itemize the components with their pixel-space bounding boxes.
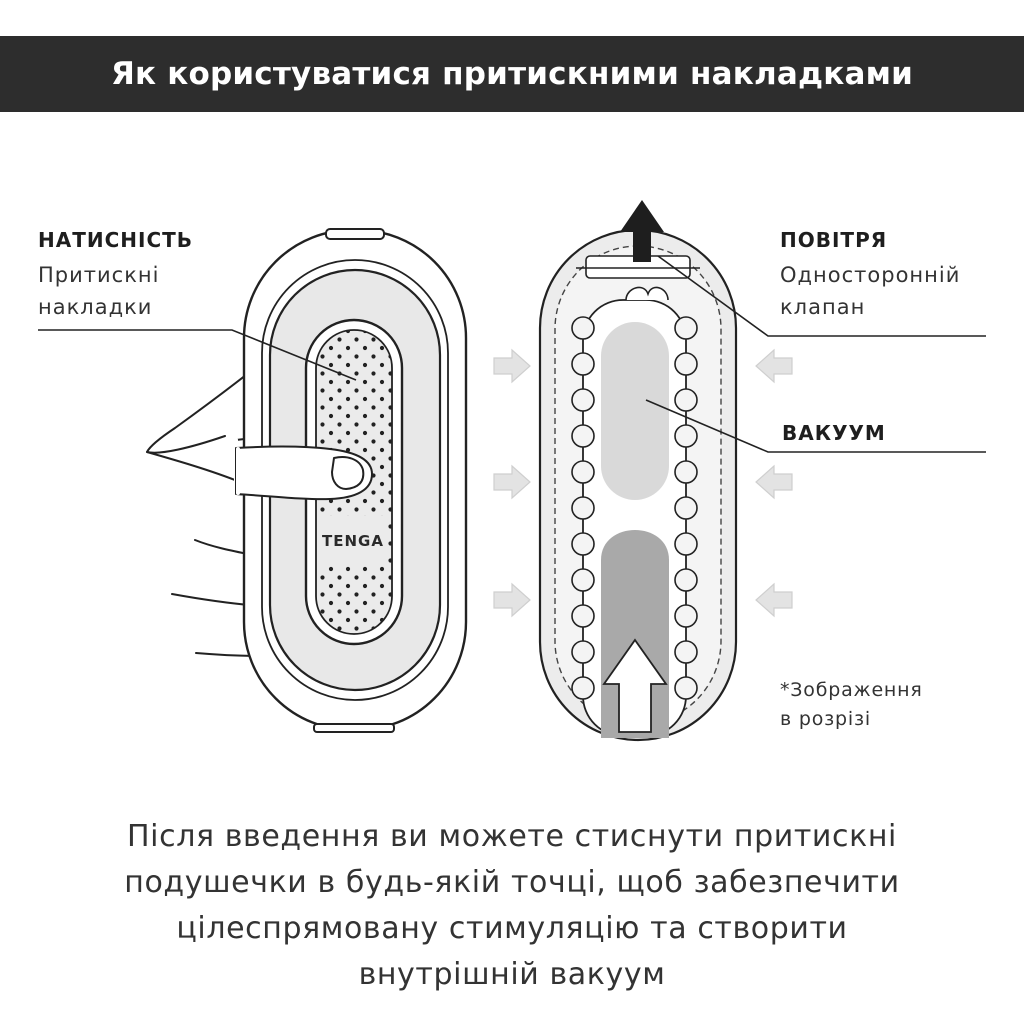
caption-line1: Після введення ви можете стиснути притис…	[127, 819, 897, 854]
device-cross-section	[538, 200, 738, 742]
caption-line4: внутрішній вакуум	[358, 957, 666, 992]
air-out-arrow-icon	[620, 200, 664, 262]
caption-line2: подушечки в будь-якій точці, щоб забезпе…	[124, 865, 900, 900]
air-leader-line	[657, 255, 986, 337]
page-title: Як користуватися притискними накладками	[110, 56, 914, 92]
vacuum-leader-line	[645, 399, 986, 453]
air-label-line2: клапан	[780, 295, 866, 319]
arrow-left-icon	[755, 348, 793, 384]
device-exterior-view: TENGA	[38, 228, 468, 733]
air-label-line1: Односторонній	[780, 263, 961, 287]
device-top-cap	[325, 228, 385, 240]
arrow-right-icon	[493, 464, 531, 500]
caption-line3: цілеспрямовану стимуляцію та створити	[176, 911, 848, 946]
arrow-left-icon	[755, 464, 793, 500]
finger-illustration	[235, 445, 373, 501]
cross-section-note: *Зображення в розрізі	[780, 676, 923, 734]
inserted-object	[601, 530, 669, 738]
arrow-right-icon	[493, 348, 531, 384]
brand-logo: TENGA	[322, 532, 384, 550]
note-line1: *Зображення	[780, 679, 923, 701]
arrow-left-icon	[755, 582, 793, 618]
vacuum-area	[601, 322, 669, 500]
pressure-leader-line	[38, 329, 357, 381]
air-label-title: ПОВІТРЯ	[780, 228, 888, 252]
insert-arrow-icon	[602, 638, 668, 733]
caption: Після введення ви можете стиснути притис…	[40, 814, 984, 998]
arrow-right-icon	[493, 582, 531, 618]
pressure-label-line1: Притискні	[38, 263, 160, 287]
vacuum-label-title: ВАКУУМ	[782, 421, 886, 445]
pressure-arrows	[493, 348, 793, 618]
pressure-label-title: НАТИСНІСТЬ	[38, 228, 194, 252]
note-line2: в розрізі	[780, 708, 871, 730]
header-banner: Як користуватися притискними накладками	[0, 36, 1024, 112]
pressure-label-line2: накладки	[38, 295, 153, 319]
device-bottom-cap	[313, 723, 395, 733]
